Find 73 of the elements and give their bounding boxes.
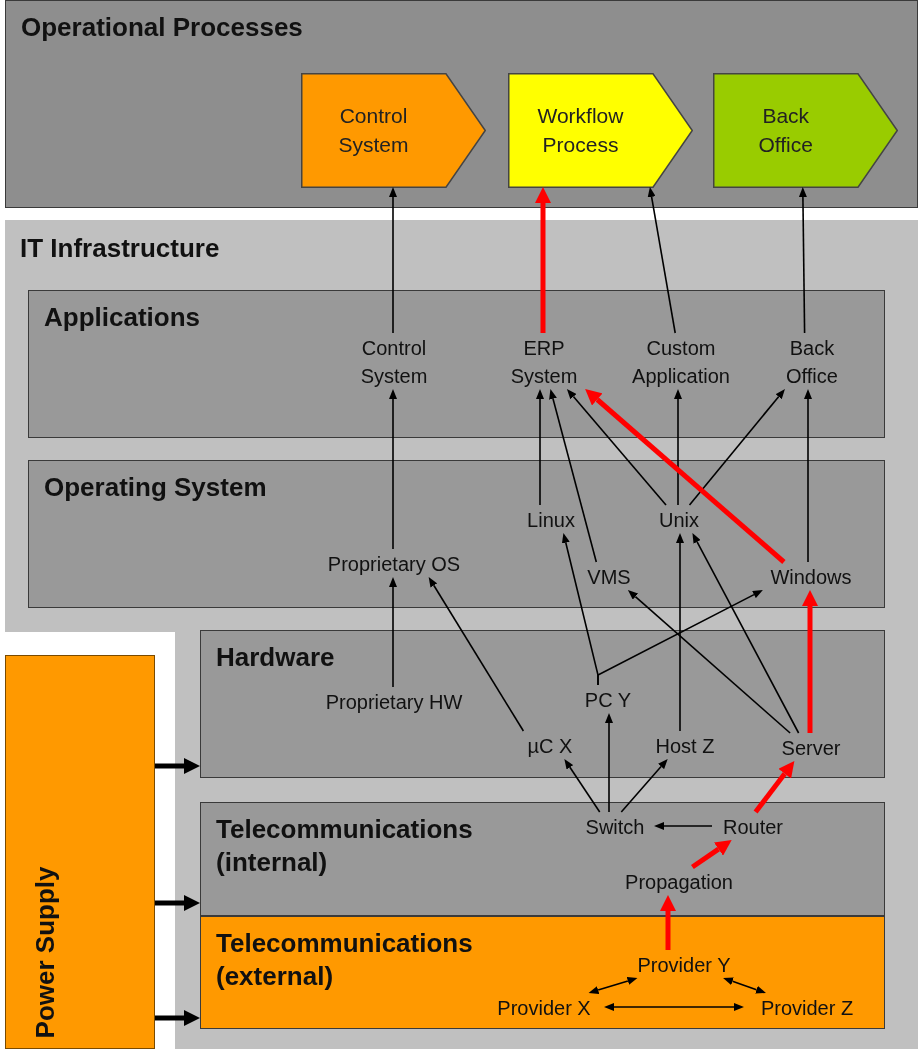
thick-arrow — [660, 895, 676, 950]
power-supply-label: Power Supply — [30, 866, 62, 1038]
arrow — [798, 187, 807, 334]
process-band — [5, 0, 918, 208]
process-step-shape — [508, 73, 693, 188]
component-label: Host Z — [646, 732, 724, 760]
arrow — [804, 389, 812, 563]
component-label: ERP System — [497, 334, 591, 390]
layer-title: Telecommunications (external) — [216, 927, 474, 992]
component-label: Provider Y — [619, 951, 749, 979]
layer-panel — [200, 916, 885, 1029]
component-label: Provider X — [483, 994, 605, 1022]
arrow — [536, 389, 544, 506]
arrow — [723, 977, 766, 994]
component-label: Control System — [337, 334, 451, 390]
component-label: Linux — [517, 506, 585, 534]
process-label: Workflow Process — [537, 103, 624, 159]
arrow — [627, 590, 791, 734]
process-step-shape — [713, 73, 898, 188]
thick-arrow — [155, 1010, 200, 1026]
component-label: PC Y — [575, 686, 641, 714]
process-label: Back Office — [758, 103, 813, 159]
arrow — [389, 577, 397, 688]
thick-arrow — [802, 590, 818, 733]
arrow — [654, 822, 713, 830]
component-label: Proprietary OS — [307, 550, 481, 578]
arrow — [676, 533, 684, 732]
arrow — [588, 977, 638, 994]
layer-panel — [200, 802, 885, 916]
component-label: Server — [769, 734, 853, 762]
process-label: Control System — [338, 103, 409, 159]
thick-arrow — [155, 895, 200, 911]
component-label: µC X — [513, 732, 587, 760]
arrow — [428, 577, 525, 732]
process-step-shape — [301, 73, 486, 188]
component-label: Provider Z — [745, 994, 869, 1022]
arrow — [692, 532, 800, 734]
layer-title: Applications — [44, 301, 201, 334]
component-label: Back Office — [767, 334, 857, 390]
component-label: Propagation — [609, 868, 749, 896]
thick-arrow — [753, 760, 795, 814]
arrow — [597, 590, 763, 686]
arrow — [688, 389, 785, 506]
thick-arrow — [155, 758, 200, 774]
thick-arrow — [535, 187, 551, 333]
layer-title: Operating System — [44, 471, 268, 504]
layer-title: Telecommunications (internal) — [216, 813, 474, 878]
arrow — [549, 389, 598, 563]
component-label: Windows — [757, 563, 865, 591]
arrow — [647, 187, 676, 334]
area-title: IT Infrastructure — [20, 232, 220, 265]
layer-panel — [28, 460, 885, 608]
component-label: Unix — [649, 506, 709, 534]
layer-panel — [200, 630, 885, 778]
arrow — [389, 389, 397, 550]
arrow — [604, 1003, 744, 1011]
component-label: Router — [713, 813, 793, 841]
component-label: Proprietary HW — [301, 688, 487, 716]
component-label: Switch — [575, 813, 655, 841]
component-label: Custom Application — [615, 334, 747, 390]
power-supply-bar — [5, 655, 155, 1049]
layer-title: Operational Processes — [21, 11, 304, 44]
arrow — [605, 713, 613, 813]
arrow — [674, 389, 682, 506]
arrow — [620, 758, 668, 813]
component-label: VMS — [577, 563, 641, 591]
thick-arrow — [691, 840, 732, 870]
thick-arrow — [585, 389, 786, 564]
arrow — [564, 759, 601, 813]
arrow — [566, 389, 667, 506]
arrow — [389, 187, 397, 334]
layer-panel — [28, 290, 885, 438]
layer-title: Hardware — [216, 641, 336, 674]
